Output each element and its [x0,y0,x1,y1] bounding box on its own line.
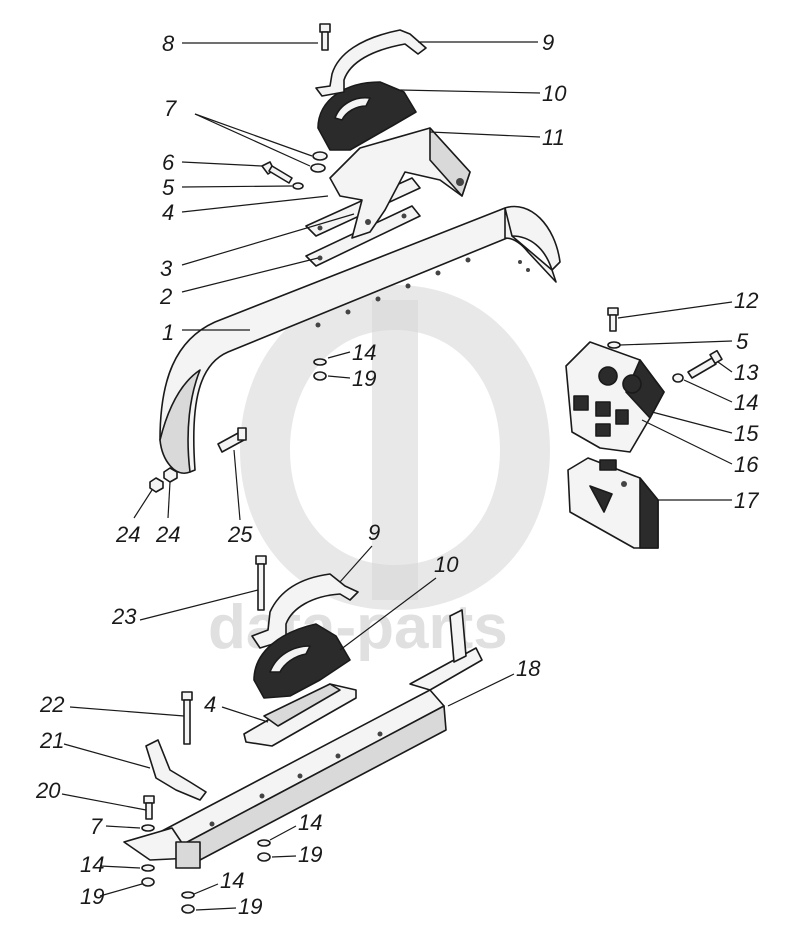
part-spacer-lower [243,683,357,747]
leader-lines [61,41,733,911]
part-nuts-24 [149,467,178,493]
part-bolt-12 [607,307,619,332]
part-nut-19-lower-right [257,852,271,862]
callout-15: 15 [734,421,759,446]
callout-14-lower-left: 14 [80,852,104,877]
part-support-block [565,341,665,453]
callout-3: 3 [160,256,173,281]
callout-6: 6 [162,150,175,175]
part-bolt-6 [261,161,293,184]
callout-23: 23 [111,604,137,629]
callout-14-right: 14 [734,390,758,415]
callout-4-lower: 4 [204,692,216,717]
callout-5-right: 5 [736,329,749,354]
part-bolt-13 [687,349,723,379]
callout-19: 19 [352,366,376,391]
part-mount-beam [123,609,483,869]
callout-19-lower-right: 19 [298,842,322,867]
callout-10: 10 [542,81,567,106]
part-bolt-20 [143,795,155,820]
callout-7: 7 [164,96,177,121]
part-bolt-22 [181,691,193,745]
callout-5: 5 [162,175,175,200]
part-washer-14-bottom [181,891,195,899]
callout-14-bottom: 14 [220,868,244,893]
callout-labels: 8 9 10 7 11 6 5 4 3 2 1 14 19 12 5 13 14… [35,30,759,919]
part-nut-19-lower-left [141,877,155,887]
part-washer-5 [292,182,304,190]
part-washer-14-right [672,373,684,383]
callout-9: 9 [542,30,554,55]
part-washer-14-mid [313,358,327,366]
part-washer-14-lower-left [141,864,155,872]
watermark-logo [240,285,550,610]
callout-17: 17 [734,488,759,513]
callout-11: 11 [542,125,565,150]
callout-25: 25 [227,522,253,547]
callout-14-lower-right: 14 [298,810,322,835]
callout-20: 20 [35,778,61,803]
callout-9-lower: 9 [368,520,380,545]
callout-24-left: 24 [115,522,140,547]
callout-1: 1 [162,320,174,345]
callout-22: 22 [39,692,64,717]
callout-4: 4 [162,200,174,225]
part-washer-14-lower-right [257,839,271,847]
part-nut-19-mid [313,371,327,381]
callout-8: 8 [162,31,175,56]
part-cushion-block [567,457,659,549]
part-washer-5-right [607,341,621,349]
part-bolt-23 [255,555,267,611]
callout-16: 16 [734,452,759,477]
part-rubber-pad-lower [253,623,351,699]
part-clamp-lower [251,573,359,649]
callout-10-lower: 10 [434,552,459,577]
part-washer-7-lower [141,824,155,832]
part-fender [159,205,561,474]
callout-19-lower-left: 19 [80,884,104,909]
part-bracket [329,127,471,239]
callout-13: 13 [734,360,759,385]
callout-18: 18 [516,656,541,681]
callout-14: 14 [352,340,376,365]
part-bolt-8 [319,23,331,51]
callout-24-right: 24 [155,522,180,547]
part-nut-19-bottom [181,904,195,914]
callout-21: 21 [39,728,64,753]
callout-7-lower: 7 [90,814,103,839]
part-angle-bracket [145,739,207,801]
part-clamp-upper [315,29,427,97]
callout-19-bottom: 19 [238,894,262,919]
callout-12: 12 [734,288,758,313]
part-washers-7 [310,151,328,173]
callout-2: 2 [159,284,172,309]
part-rubber-pad-upper [317,81,417,151]
part-bolt-25 [217,427,247,453]
